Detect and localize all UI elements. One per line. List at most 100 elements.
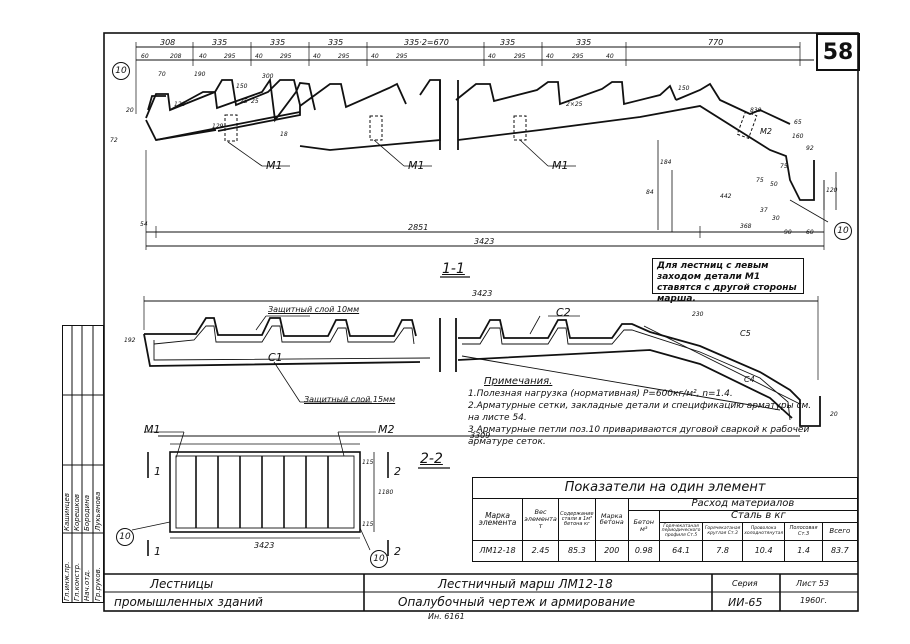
- col-mark: Марка элемента: [471, 497, 524, 542]
- dim-left-3: 129: [212, 123, 224, 130]
- plan-ref-circle-10-left: 10: [116, 528, 134, 546]
- dim-step-14: 40: [606, 53, 614, 60]
- mark-c2: С2: [556, 306, 571, 319]
- steel-header: Сталь в кг: [658, 509, 859, 523]
- dim-inner-11: 92: [806, 145, 814, 152]
- cell-weight: 2.45: [522, 540, 559, 562]
- rf-dim-230: 230: [692, 311, 704, 318]
- dim-inner-3: 120: [174, 101, 186, 108]
- dim-inner-10: 160: [792, 133, 804, 140]
- left-entry-note: Для лестниц с левым заходом детали М1 ст…: [652, 258, 804, 304]
- mark-m1-a: М1: [266, 159, 283, 172]
- dim-step-0: 60: [141, 53, 149, 60]
- dim-right-3: 120: [826, 187, 838, 194]
- dim-inner-14: 75: [756, 177, 764, 184]
- dim-inner-12: 75: [780, 163, 788, 170]
- cell-grade: 200: [594, 540, 629, 562]
- dim-left-1: 72: [110, 137, 118, 144]
- note-3: 3.Арматурные петли поз.10 привариваются …: [468, 425, 810, 447]
- plan-ref-circle-10-right: 10: [370, 550, 388, 568]
- stamp-name-3: Лукьянова: [94, 491, 102, 531]
- title-center-2: Опалубочный чертеж и армирование: [398, 595, 636, 609]
- dim-inner-16: 30: [772, 215, 780, 222]
- dim-step-5: 295: [280, 53, 292, 60]
- table-row: ЛМ12-18 2.45 85.3 200 0.98 64.1 7.8 10.4…: [471, 540, 859, 562]
- dim-inner-9: 830: [750, 107, 762, 114]
- col-steel-1: Горячекатаная периодического профиля Ст.…: [658, 521, 704, 542]
- rf-dim-192: 192: [124, 337, 136, 344]
- sheet-label: Лист 53: [796, 579, 829, 588]
- col-steel-3: Проволока холоднотянутая: [741, 521, 786, 542]
- dim-right-1: 84: [646, 189, 654, 196]
- cell-total: 83.7: [821, 540, 859, 562]
- title-left-1: Лестницы: [150, 577, 214, 591]
- ref-circle-10-right: 10: [834, 222, 852, 240]
- cell-steel-1: 64.1: [658, 540, 704, 562]
- col-steel-2: Горячекатаная круглая Ст.3: [702, 521, 743, 542]
- dim-step-4: 40: [255, 53, 263, 60]
- dim-inner-5: 25: [251, 98, 259, 105]
- dim-inner-1: 190: [194, 71, 206, 78]
- cell-mark: ЛМ12-18: [471, 540, 524, 562]
- col-concrete: Бетон м³: [627, 509, 660, 542]
- inventory-number: Ин. 6161: [428, 612, 465, 621]
- dim-step-9: 295: [396, 53, 408, 60]
- protective-layer-top: Защитный слой 10мм: [268, 305, 360, 314]
- dim-top-5: 335: [500, 38, 516, 47]
- plan-section-mark-2-bottom: 2: [394, 545, 401, 558]
- notes-heading: Примечания.: [484, 376, 553, 387]
- dim-inner-6: 300: [262, 73, 274, 80]
- dim-bottom-3: 90: [784, 229, 792, 236]
- stamp-row-3: Гр.руков.: [94, 566, 102, 601]
- dim-bottom-4: 60: [806, 229, 814, 236]
- cell-steel-3: 10.4: [741, 540, 786, 562]
- dim-right-2: 442: [720, 193, 732, 200]
- section-label-2-2: 2-2: [420, 451, 443, 467]
- dim-inner-15: 37: [760, 207, 768, 214]
- series-label: Серия: [732, 579, 758, 588]
- dim-step-3: 295: [224, 53, 236, 60]
- title-left-2: промышленных зданий: [114, 595, 263, 609]
- dim-inner-7: 2×25: [566, 101, 583, 108]
- protective-layer-bottom: Защитный слой 15мм: [304, 395, 396, 404]
- dim-inner-4: 25: [240, 98, 248, 105]
- stamp-name-0: Кашинцев: [63, 493, 71, 531]
- rf-overall-length: 3423: [472, 289, 493, 298]
- plan-dim-115-bottom: 115: [362, 521, 374, 528]
- mark-c1: С1: [268, 351, 283, 364]
- plan-m2: М2: [378, 423, 395, 436]
- col-concrete-grade: Марка бетона: [594, 497, 629, 542]
- plan-width: 3423: [254, 541, 275, 550]
- stamp-row-1: Гл.констр.: [73, 562, 81, 601]
- sheet-number: 58: [816, 33, 860, 71]
- mark-c5: С5: [740, 329, 751, 338]
- mark-m1-c: М1: [552, 159, 569, 172]
- dim-top-0: 308: [160, 38, 176, 47]
- ref-circle-10-left: 10: [112, 62, 130, 80]
- dim-step-2: 40: [199, 53, 207, 60]
- col-steel-4: Полосовая Ст.3: [784, 521, 823, 542]
- year: 1960г.: [800, 596, 828, 605]
- dim-bottom-1: 2851: [408, 223, 429, 232]
- dim-inner-0: 70: [158, 71, 166, 78]
- dim-bottom-2: 368: [740, 223, 752, 230]
- stamp-row-2: Нач.отд.: [83, 569, 91, 601]
- side-stamp: Гл.инж.пр. Гл.констр. Нач.отд. Гр.руков.…: [62, 325, 104, 603]
- dim-bottom-0: 54: [140, 221, 148, 228]
- series-value: ИИ-65: [728, 596, 763, 609]
- dim-step-12: 40: [546, 53, 554, 60]
- dim-step-13: 295: [572, 53, 584, 60]
- dim-step-15: 65: [794, 119, 802, 126]
- dim-step-7: 295: [338, 53, 350, 60]
- dim-inner-2: 150: [236, 83, 248, 90]
- plan-m1: М1: [144, 423, 161, 436]
- col-weight: Вес элемента т: [522, 497, 559, 542]
- dim-left-2: 18: [280, 131, 288, 138]
- title-center-1: Лестничный марш ЛМ12-18: [438, 577, 613, 591]
- cell-content: 85.3: [558, 540, 596, 562]
- plan-section-mark-1-bottom: 1: [154, 545, 161, 558]
- col-total: Всего: [821, 521, 859, 542]
- dim-step-10: 40: [488, 53, 496, 60]
